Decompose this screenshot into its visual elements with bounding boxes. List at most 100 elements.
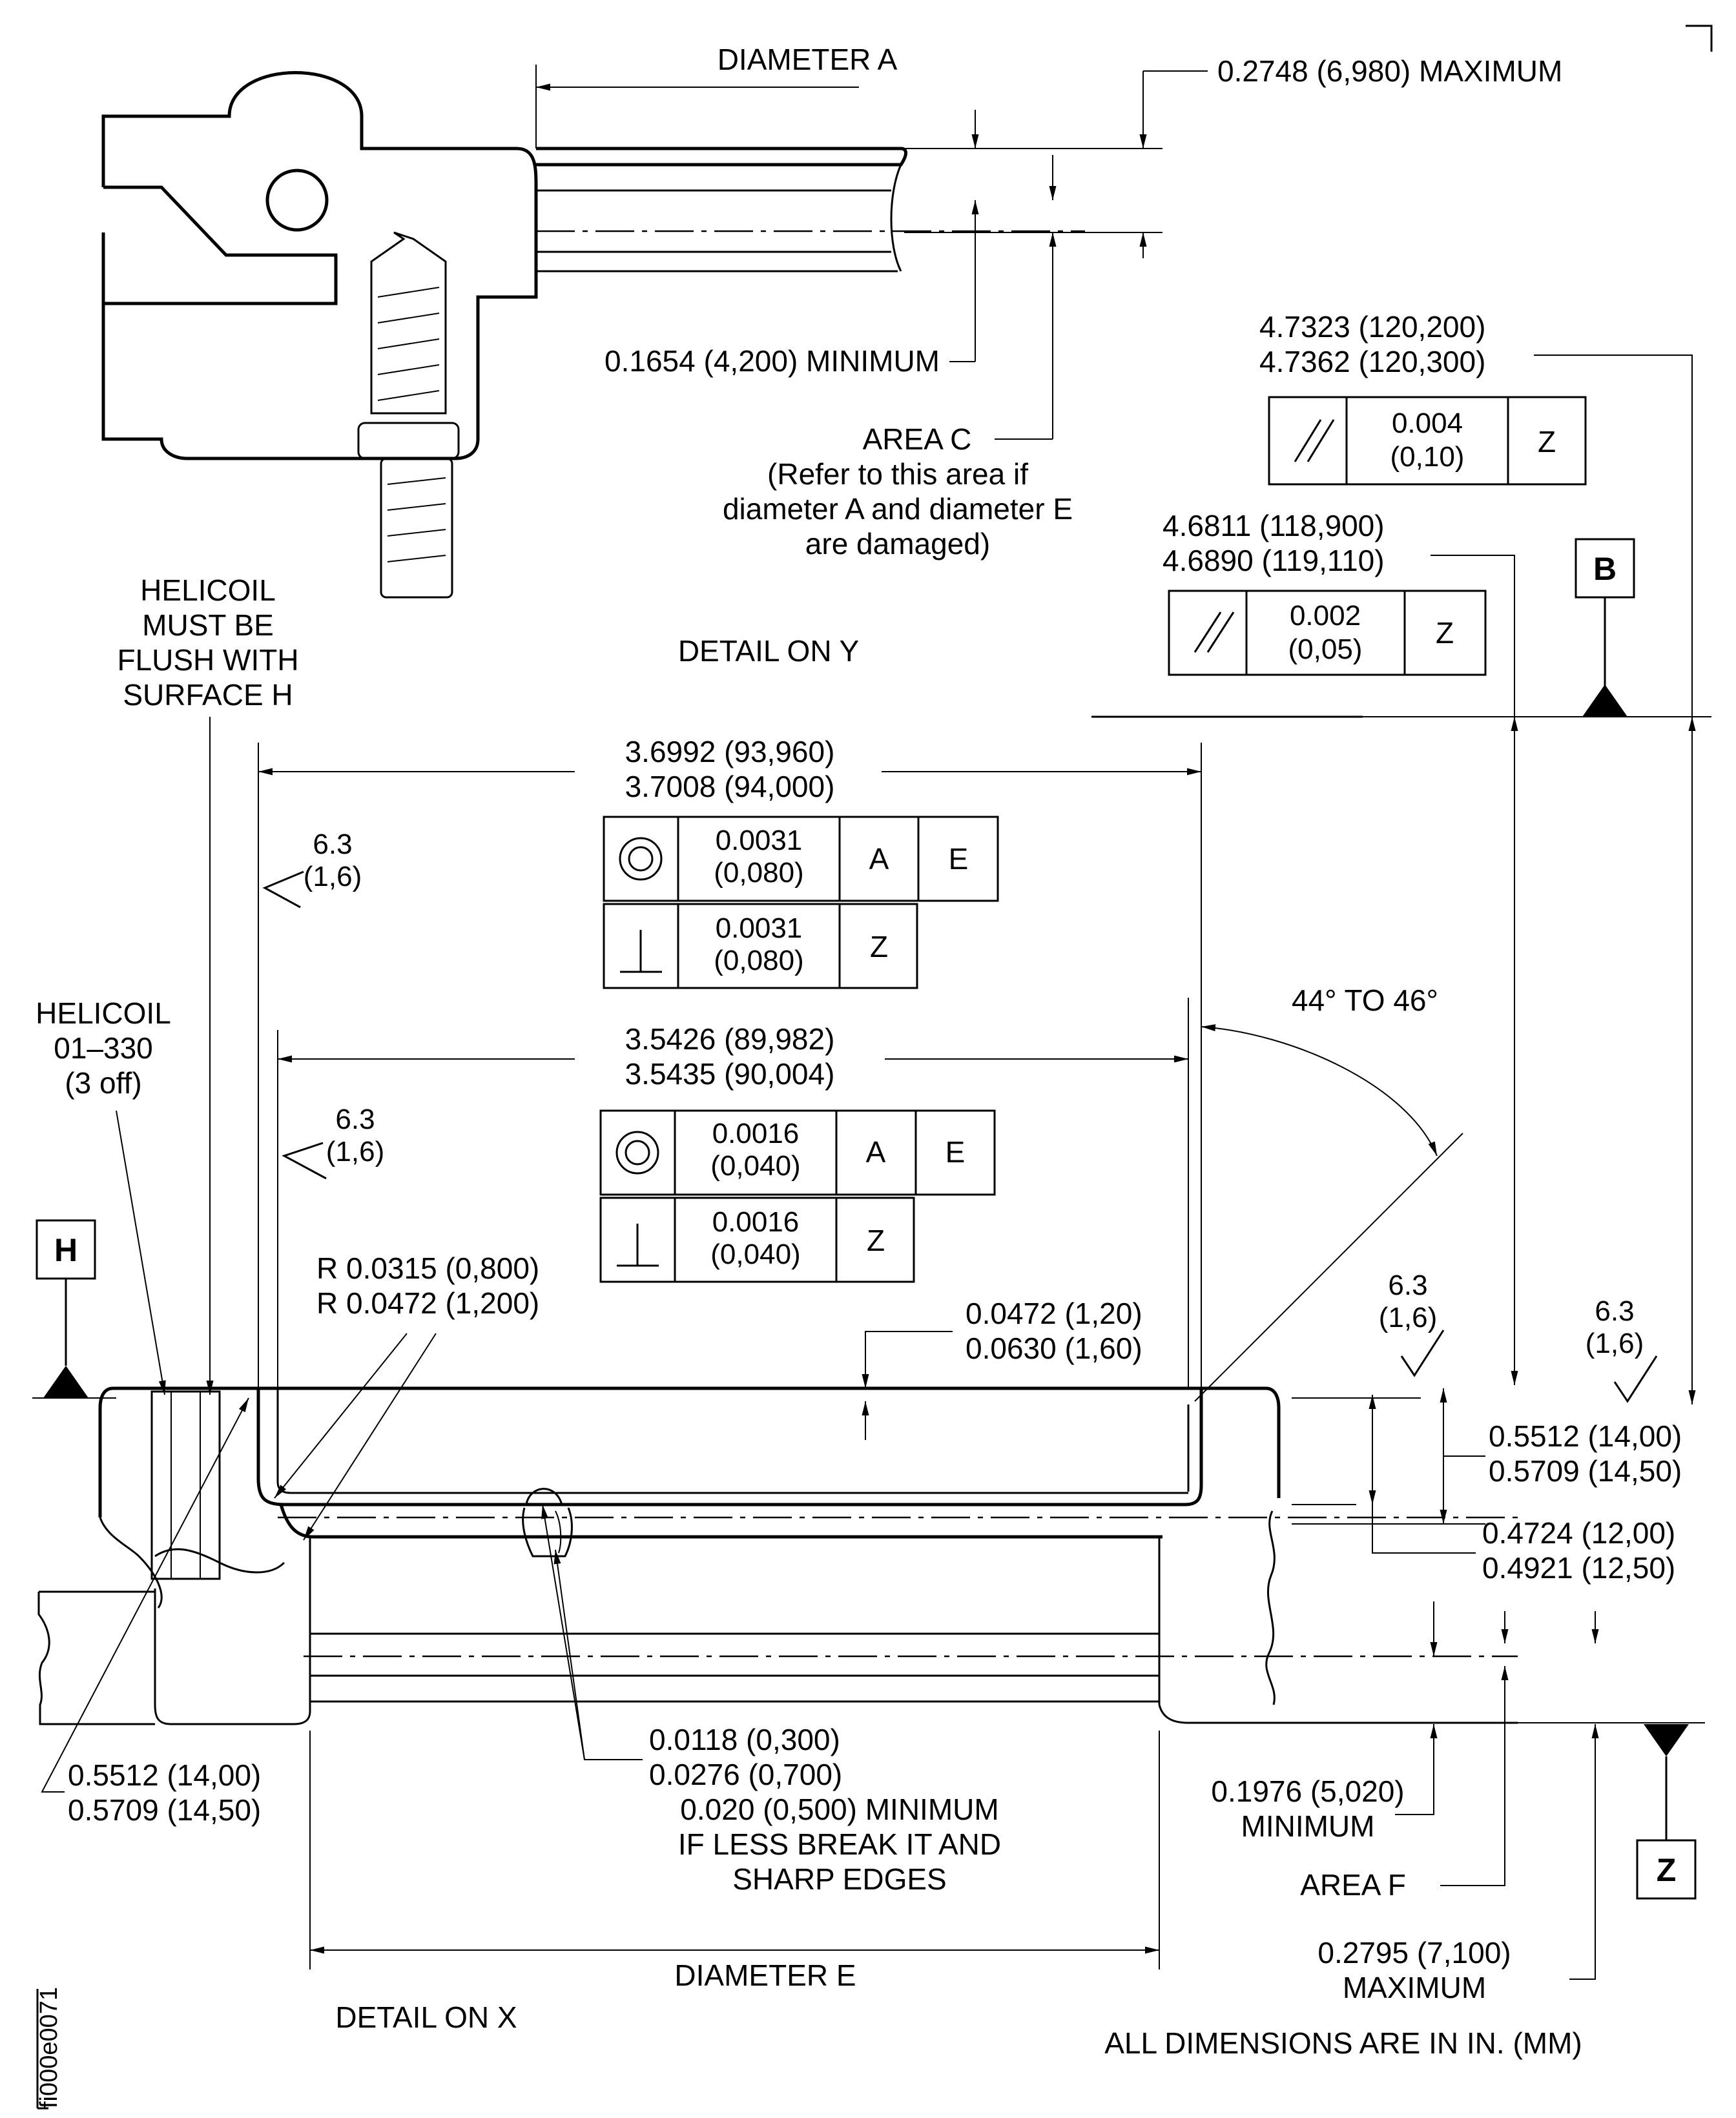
fcf-perp2-tol1: 0.0016 <box>712 1206 800 1238</box>
step-line1: 0.0472 (1,20) <box>966 1297 1142 1330</box>
fcf-perp1-ref: Z <box>870 930 888 963</box>
dim-e-line1: 3.5426 (89,982) <box>625 1022 835 1056</box>
figure-id: fi000e0071 <box>36 1987 63 2110</box>
max-e-line1: 0.2795 (7,100) <box>1318 1936 1511 1969</box>
fcf-perp2-ref: Z <box>867 1224 885 1257</box>
rough4-sub: (1,6) <box>1586 1328 1644 1359</box>
h2-line1: 0.4724 (12,00) <box>1482 1516 1675 1550</box>
h2-line2: 0.4921 (12,50) <box>1482 1551 1675 1585</box>
dim-h2-right: 0.4724 (12,00) 0.4921 (12,50) <box>1292 1395 1675 1585</box>
min-f-line2: MINIMUM <box>1241 1809 1375 1843</box>
datum-h: H <box>32 1219 116 1399</box>
helicoil-line1: HELICOIL <box>36 996 171 1030</box>
rough1-sub: (1,6) <box>304 861 362 892</box>
perpendicularity-icon <box>620 930 662 973</box>
area-c-line4: are damaged) <box>805 527 990 560</box>
rough4-val: 6.3 <box>1595 1295 1634 1327</box>
datum-z: Z <box>1518 1722 1705 1900</box>
units-note: ALL DIMENSIONS ARE IN IN. (MM) <box>1104 2026 1582 2060</box>
min-f-dim: 0.1976 (5,020) MINIMUM <box>1211 1601 1438 1843</box>
datum-b-label: B <box>1593 551 1617 587</box>
fcf-par2-tol2: (0,05) <box>1288 633 1363 665</box>
fcf-parallelism-2: 0.002 (0,05) Z <box>1168 590 1487 676</box>
max-a-dim: 0.2748 (6,980) MAXIMUM <box>904 54 1562 258</box>
chamf-line3: 0.020 (0,500) MINIMUM <box>680 1793 998 1826</box>
area-c-line3: diameter A and diameter E <box>723 492 1073 526</box>
area-c-line1: AREA C <box>863 422 972 456</box>
parallelism-icon <box>1194 612 1235 653</box>
helicoil-note: HELICOIL 01–330 (3 off) <box>36 996 171 1395</box>
dim-47323: 4.7323 (120,200) 4.7362 (120,300) <box>1259 310 1696 1404</box>
fcf-conc1-tol2: (0,080) <box>714 857 803 889</box>
dim-d-line1: 3.6992 (93,960) <box>625 735 835 768</box>
fcf-par1-tol2: (0,10) <box>1390 441 1465 473</box>
concentricity-icon <box>615 1131 659 1175</box>
helicoil-line2: 01–330 <box>54 1031 153 1065</box>
detail-y-part <box>101 71 1085 599</box>
perpendicularity-icon <box>617 1224 659 1267</box>
area-c-line2: (Refer to this area if <box>767 457 1028 491</box>
area-c-note: AREA C (Refer to this area if diameter A… <box>723 155 1073 560</box>
radius-line2: R 0.0472 (1,200) <box>316 1286 539 1320</box>
fcf-perpendicularity-1: 0.0031 (0,080) Z <box>603 903 918 989</box>
angle-dim: 44° TO 46° <box>1194 983 1463 1402</box>
h1-line2: 0.5709 (14,50) <box>1489 1454 1682 1488</box>
fcf-conc2-tol1: 0.0016 <box>712 1118 800 1149</box>
datum-z-label: Z <box>1657 1852 1677 1888</box>
dim-c-line2: 4.6890 (119,110) <box>1162 544 1385 577</box>
diameter-e-dim: DIAMETER E <box>309 1731 1160 1992</box>
figure-id-label: fi000e0071 <box>36 1987 63 2108</box>
step-dim: 0.0472 (1,20) 0.0630 (1,60) <box>862 1297 1142 1440</box>
fcf-conc1-tol1: 0.0031 <box>716 825 803 856</box>
roughness-4: 6.3 (1,6) <box>1586 1295 1658 1403</box>
dim-h1-right: 0.5512 (14,00) 0.5709 (14,50) <box>1292 1388 1682 1525</box>
fcf-conc1-ref1: A <box>869 842 889 876</box>
fcf-perp2-tol2: (0,040) <box>710 1239 800 1270</box>
angle-label: 44° TO 46° <box>1292 983 1438 1017</box>
chamf-line2: 0.0276 (0,700) <box>649 1758 842 1791</box>
min-c-label: 0.1654 (4,200) MINIMUM <box>604 344 940 378</box>
left-line1: 0.5512 (14,00) <box>68 1758 261 1792</box>
fcf-perp1-tol2: (0,080) <box>714 945 803 976</box>
area-f-note: AREA F <box>1300 1611 1509 1902</box>
fcf-concentricity-2: 0.0016 (0,040) A E <box>599 1109 996 1196</box>
rough2-val: 6.3 <box>335 1104 375 1135</box>
helicoil-flush-line2: MUST BE <box>142 608 274 642</box>
radius-line1: R 0.0315 (0,800) <box>316 1251 539 1285</box>
rough3-sub: (1,6) <box>1379 1302 1437 1333</box>
fcf-conc2-ref2: E <box>946 1135 966 1169</box>
parallelism-icon <box>1294 419 1335 462</box>
corner-mark <box>1686 25 1713 52</box>
fcf-perp1-tol1: 0.0031 <box>716 912 803 944</box>
helicoil-flush-line1: HELICOIL <box>140 573 276 607</box>
dim-b-line1: 4.7323 (120,200) <box>1259 310 1485 344</box>
helicoil-flush-line4: SURFACE H <box>123 678 293 712</box>
datum-h-label: H <box>54 1232 78 1268</box>
detail-x-title: DETAIL ON X <box>335 2000 517 2034</box>
dim-d-line2: 3.7008 (94,000) <box>625 770 835 803</box>
fcf-par1-tol1: 0.004 <box>1392 407 1463 439</box>
max-e-line2: MAXIMUM <box>1343 1971 1486 2004</box>
chamf-line1: 0.0118 (0,300) <box>649 1723 840 1756</box>
chamf-line4: IF LESS BREAK IT AND <box>678 1827 1001 1861</box>
dim-35426: 3.5426 (89,982) 3.5435 (90,004) <box>277 998 1189 1388</box>
dim-e-line2: 3.5435 (90,004) <box>625 1057 835 1091</box>
rough1-val: 6.3 <box>313 828 352 860</box>
roughness-2: 6.3 (1,6) <box>282 1104 384 1180</box>
fcf-par2-tol1: 0.002 <box>1290 600 1361 632</box>
rough3-val: 6.3 <box>1388 1270 1427 1301</box>
dim-46811: 4.6811 (118,900) 4.6890 (119,110) <box>1162 509 1518 1385</box>
fcf-par2-ref: Z <box>1436 616 1454 650</box>
roughness-1: 6.3 (1,6) <box>262 828 362 909</box>
rough2-sub: (1,6) <box>326 1136 384 1167</box>
min-c-dim: 0.1654 (4,200) MINIMUM <box>604 110 979 378</box>
detail-y-title: DETAIL ON Y <box>678 634 859 668</box>
radius-note: R 0.0315 (0,800) R 0.0472 (1,200) <box>274 1251 539 1541</box>
max-e-dim: 0.2795 (7,100) MAXIMUM <box>1318 1611 1599 2004</box>
fcf-par1-ref: Z <box>1538 425 1556 458</box>
h1-line1: 0.5512 (14,00) <box>1489 1419 1682 1453</box>
fcf-conc2-ref1: A <box>866 1135 886 1169</box>
max-a-label: 0.2748 (6,980) MAXIMUM <box>1217 54 1562 88</box>
detail-x-part <box>37 1386 1518 1725</box>
